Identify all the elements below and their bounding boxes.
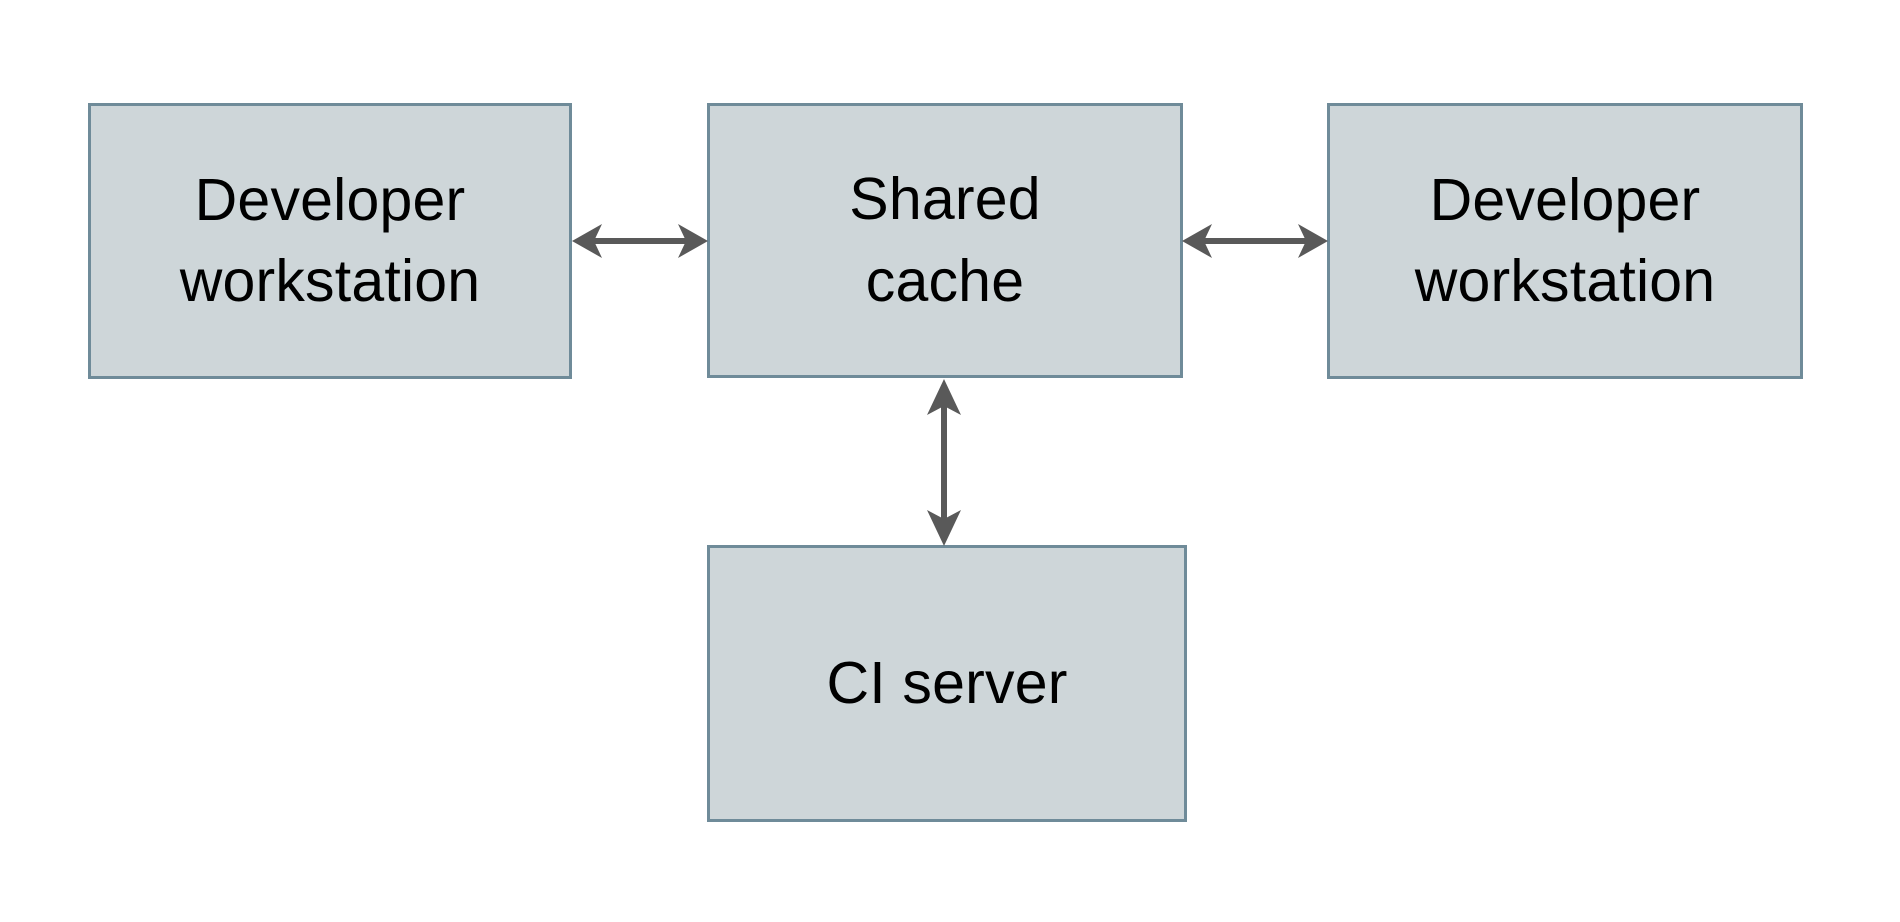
node-developer-workstation-right[interactable]: Developer workstation [1327,103,1803,379]
double-arrow-icon [1182,224,1328,258]
node-label: Shared cache [849,166,1041,314]
double-arrow-icon [927,379,961,546]
connector-developer-left-to-shared-cache[interactable] [568,212,712,270]
node-developer-workstation-left[interactable]: Developer workstation [88,103,572,379]
node-label: Developer workstation [1414,166,1716,314]
connector-shared-cache-to-ci-server[interactable] [915,375,973,550]
double-arrow-icon [572,224,708,258]
node-label: Developer workstation [179,166,481,314]
connector-shared-cache-to-developer-right[interactable] [1178,212,1332,270]
node-label: CI server [826,649,1068,716]
node-shared-cache[interactable]: Shared cache [707,103,1183,378]
node-ci-server[interactable]: CI server [707,545,1187,822]
